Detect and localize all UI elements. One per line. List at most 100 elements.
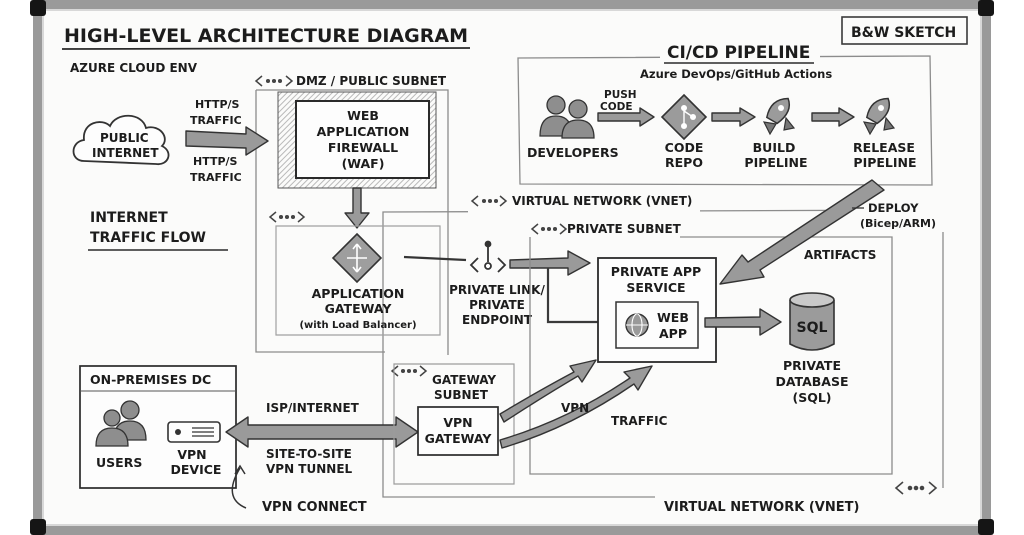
https-traffic-top-1: HTTP/S — [195, 98, 240, 111]
cicd-subtitle: Azure DevOps/GitHub Actions — [640, 67, 832, 81]
frame-corner-bottom-left — [30, 519, 46, 535]
network-dots-icon — [470, 195, 508, 207]
frame-corner-bottom-right — [978, 519, 994, 535]
dmz-label: DMZ / PUBLIC SUBNET — [296, 74, 447, 88]
vnet-top-label-bg — [468, 190, 700, 214]
app-gateway-line-1: APPLICATION — [312, 286, 405, 301]
vpn-gateway-box — [417, 406, 499, 456]
users-label: USERS — [96, 455, 142, 470]
cicd-title: CI/CD PIPELINE — [667, 43, 810, 63]
waf-line-1: WEB — [347, 108, 379, 123]
vpn-label: VPN — [561, 401, 589, 415]
network-dots-icon — [254, 75, 294, 87]
private-link-line-1: PRIVATE LINK/ — [449, 283, 545, 297]
frame-corner-top-right — [978, 0, 994, 16]
app-gateway-line-3: (with Load Balancer) — [299, 320, 416, 331]
db-line-1: PRIVATE — [783, 358, 841, 373]
network-dots-icon — [894, 481, 938, 495]
public-internet-label-2: INTERNET — [92, 146, 159, 160]
push-code-arrow — [597, 107, 655, 127]
azure-env-label: AZURE CLOUD ENV — [70, 61, 198, 75]
diagram-title: HIGH-LEVEL ARCHITECTURE DIAGRAM — [64, 25, 468, 47]
waf-line-4: (WAF) — [342, 156, 385, 171]
private-subnet-outline — [529, 236, 893, 475]
release-line-2: PIPELINE — [853, 155, 916, 170]
push-code-line-2: CODE — [600, 101, 633, 113]
release-line-1: RELEASE — [853, 140, 915, 155]
internet-to-waf-arrow — [185, 126, 269, 156]
vpn-connect-label: VPN CONNECT — [262, 500, 367, 515]
waf-line-2: APPLICATION — [317, 124, 410, 139]
deploy-label-bg — [850, 198, 944, 232]
database-icon — [789, 292, 835, 351]
vpn-device-icon — [167, 421, 221, 443]
internet-flow-line-1: INTERNET — [90, 210, 168, 226]
gateway-diamond-icon — [331, 232, 383, 284]
db-icon-label: SQL — [797, 320, 828, 336]
repo-to-build-arrow — [711, 107, 756, 127]
private-app-line-2: SERVICE — [626, 280, 685, 295]
gateway-subnet-box — [393, 363, 515, 485]
rocket-icon — [862, 97, 896, 136]
vnet-bottom-label: VIRTUAL NETWORK (VNET) — [664, 500, 859, 515]
network-dots-icon — [268, 211, 306, 223]
db-line-3: (SQL) — [792, 390, 831, 405]
onprem-title: ON-PREMISES DC — [90, 372, 211, 387]
push-code-line-1: PUSH — [604, 89, 637, 101]
app-to-db-arrow — [704, 308, 782, 336]
vnet-top-label: VIRTUAL NETWORK (VNET) — [512, 194, 692, 208]
private-link-line-3: ENDPOINT — [462, 313, 533, 327]
code-repo-line-1: CODE — [665, 140, 704, 155]
gateway-subnet-line-2: SUBNET — [434, 388, 489, 402]
gateway-link-outline — [403, 256, 467, 261]
private-link-to-webapp-line — [546, 268, 600, 324]
globe-icon — [625, 313, 649, 337]
waf-line-3: FIREWALL — [328, 140, 398, 155]
public-internet-label-1: PUBLIC — [100, 131, 149, 145]
vpn-gateway-line-1: VPN — [443, 415, 472, 430]
network-dots-icon — [530, 223, 568, 235]
artifacts-label: ARTIFACTS — [804, 248, 876, 262]
waf-box — [295, 100, 430, 179]
dmz-subnet-boundary — [255, 90, 385, 353]
web-app-line-2: APP — [659, 326, 687, 341]
https-traffic-bottom-2: TRAFFIC — [190, 171, 242, 184]
cloud-icon — [72, 114, 170, 165]
network-dots-icon — [390, 365, 428, 377]
site-to-site-line-2: VPN TUNNEL — [266, 462, 353, 476]
private-link-line-2: PRIVATE — [469, 298, 525, 312]
deploy-arrow — [719, 179, 885, 285]
deploy-line-2: (Bicep/ARM) — [860, 217, 936, 230]
vpn-upper-arrow — [499, 359, 597, 423]
site-to-site-arrow — [225, 416, 419, 448]
waf-to-gateway-arrow — [344, 187, 370, 229]
sketch-badge — [841, 16, 968, 45]
users-icon — [95, 400, 147, 447]
build-line-1: BUILD — [753, 140, 796, 155]
title-underline — [61, 47, 471, 50]
private-app-line-1: PRIVATE APP — [611, 264, 701, 279]
traffic-label: TRAFFIC — [611, 414, 668, 428]
vpn-lower-arrow — [499, 365, 653, 449]
vpn-connect-pointer — [231, 467, 247, 509]
private-link-icon — [469, 240, 507, 273]
web-app-line-1: WEB — [657, 310, 689, 325]
rocket-icon — [762, 97, 796, 136]
build-line-2: PIPELINE — [744, 155, 807, 170]
app-gateway-line-2: GATEWAY — [325, 301, 393, 316]
cicd-title-bg — [660, 40, 820, 62]
code-repo-line-2: REPO — [665, 155, 703, 170]
frame-corner-top-left — [30, 0, 46, 16]
vpn-device-line-1: VPN — [177, 447, 206, 462]
db-line-2: DATABASE — [775, 374, 848, 389]
https-traffic-bottom-1: HTTP/S — [193, 155, 238, 168]
build-to-release-arrow — [811, 107, 855, 127]
gateway-subnet-outline — [275, 225, 441, 336]
private-subnet-label: PRIVATE SUBNET — [567, 222, 682, 236]
users-icon — [539, 95, 595, 139]
git-repo-icon — [660, 93, 708, 141]
private-link-to-app-arrow — [509, 250, 591, 276]
deploy-line-1: DEPLOY — [868, 201, 919, 215]
gateway-subnet-line-1: GATEWAY — [432, 373, 496, 387]
